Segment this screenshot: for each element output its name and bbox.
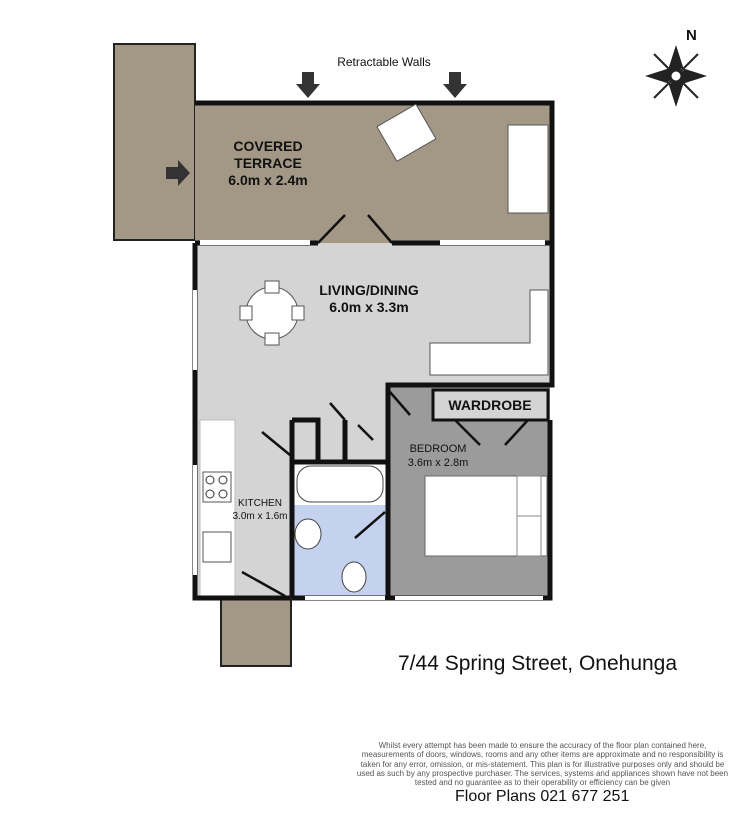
compass-icon: N <box>645 27 707 107</box>
toilet <box>341 561 367 593</box>
compass-north-label: N <box>686 27 697 44</box>
basin <box>294 518 322 550</box>
bathtub <box>296 465 384 503</box>
kitchen-size: 3.0m x 1.6m <box>232 511 287 522</box>
terrace-chair <box>376 103 437 163</box>
kitchen-counter <box>199 419 236 599</box>
kitchen-sink <box>202 531 232 563</box>
door-swings <box>241 214 529 598</box>
wardrobe-label: WARDROBE <box>448 397 531 413</box>
bedroom-size: 3.6m x 2.8m <box>408 457 469 469</box>
arrow-down-icon <box>443 72 467 98</box>
arrow-right-icon <box>166 160 190 186</box>
windows <box>193 240 545 600</box>
kitchen-label: KITCHEN <box>238 498 282 509</box>
living-label: LIVING/DINING <box>319 282 419 298</box>
living-sofa <box>429 289 549 376</box>
side-terrace <box>113 43 196 241</box>
property-address: 7/44 Spring Street, Onehunga <box>398 652 678 675</box>
living-size: 6.0m x 3.3m <box>329 299 408 315</box>
wardrobe <box>431 388 550 422</box>
terrace-label: COVERED <box>233 138 302 154</box>
arrows <box>166 72 467 186</box>
disclaimer: Whilst every attempt has been made to en… <box>356 741 729 788</box>
arrow-down-icon <box>296 72 320 98</box>
bedroom-label: BEDROOM <box>410 443 467 455</box>
terrace-size: 6.0m x 2.4m <box>228 172 307 188</box>
company-contact: Floor Plans 021 677 251 <box>455 788 630 805</box>
entry-path <box>220 597 292 667</box>
dining-table <box>245 286 299 340</box>
terrace-label-2: TERRACE <box>234 155 302 171</box>
retractable-walls-label: Retractable Walls <box>337 55 431 69</box>
terrace-sofa <box>507 124 549 214</box>
